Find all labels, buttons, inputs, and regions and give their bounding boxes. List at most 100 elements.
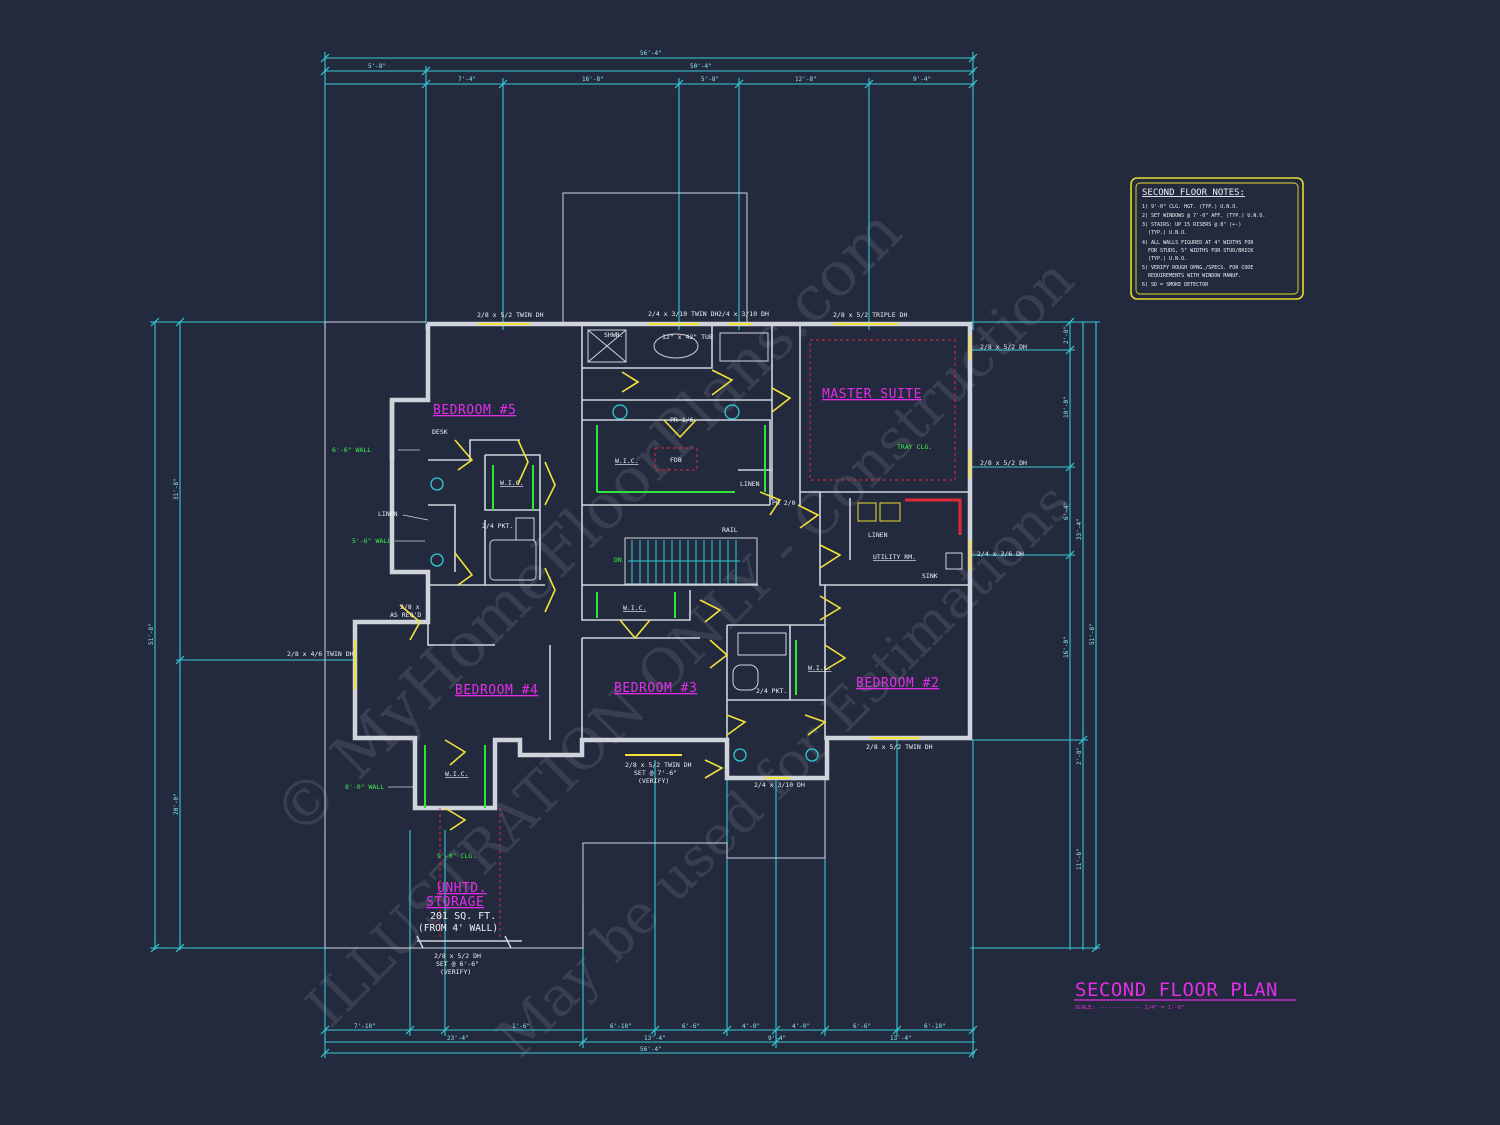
space-labels: DESK LINEN W.I.C. W.I.C. W.I.C. W.I.C. W… (378, 331, 938, 778)
dimension-texts: 56'-4" 5'-8" 50'-4" 7'-4" 16'-8" 5'-8" 1… (148, 50, 1096, 1053)
window-label-3: 2/4 x 3/10 DH (718, 310, 769, 318)
dim-left-c: 20'-0" (173, 793, 180, 815)
dim-right-b: 10'-0" (1063, 396, 1070, 418)
storage-note: (FROM 4' WALL) (418, 923, 498, 934)
dim-top-d: 16'-8" (582, 76, 604, 83)
window-label-9b: SET @ 7'-6" (634, 769, 677, 777)
note-2: 2) SET WINDOWS @ 7'-0" AFF. (TYP.) U.N.O… (1142, 213, 1265, 219)
window-label-4: 2/8 x 5/2 TRIPLE DH (833, 311, 907, 319)
label-ceiling-height: 9'-0" CLG. (437, 852, 476, 860)
note-4c: (TYP.) U.N.O. (1148, 256, 1187, 262)
dim-right-g: 2'-8" (1076, 747, 1083, 765)
label-shower: SHWR. (604, 331, 624, 339)
dim-bot-j: 13'-4" (644, 1035, 666, 1042)
note-4b: FOR STUDS, 5" WIDTHS FOR STUD/BRICK (1148, 248, 1253, 254)
dim-bot-e: 4'-0" (742, 1023, 760, 1030)
label-desk: DESK (432, 428, 448, 436)
window-label-12c: (VERIFY) (440, 968, 471, 976)
label-wic-bed2: W.I.C. (808, 664, 831, 672)
dim-bot-f: 4'-0" (792, 1023, 810, 1030)
staircase (624, 537, 758, 585)
note-3b: (TYP.) U.N.O. (1148, 230, 1187, 236)
room-storage-line1: UNHTD. (437, 881, 487, 896)
window-labels: 2/8 x 5/2 TWIN DH 2/4 x 3/10 TWIN DH 2/4… (287, 310, 1027, 976)
notes-title: SECOND FLOOR NOTES: (1142, 188, 1245, 198)
label-pr16: PR 1/6 (670, 416, 694, 424)
window-label-2: 2/4 x 3/10 TWIN DH (648, 310, 719, 318)
plan-title-block: SECOND FLOOR PLAN SCALE: ------------- 1… (1074, 979, 1296, 1011)
label-wic-bed5: W.I.C. (500, 479, 523, 487)
annotation-labels: TRAY CLG. 9'-0" CLG. 6'-6" WALL 5'-6" WA… (332, 443, 932, 860)
dim-top-f: 12'-8" (795, 76, 817, 83)
label-linen-1: LINEN (378, 510, 398, 518)
label-wall-6-6: 6'-6" WALL (332, 446, 371, 454)
dim-bot-h: 6'-10" (924, 1023, 946, 1030)
second-floor-notes: SECOND FLOOR NOTES: 1) 9'-0" CLG. HGT. (… (1130, 177, 1304, 300)
label-pocket-door-1: 2/4 PKT. (482, 522, 513, 530)
dim-top-c: 7'-4" (458, 76, 476, 83)
label-tub: 12" x 42" TUB (662, 333, 713, 341)
label-wic-master: W.I.C. (615, 457, 638, 465)
dimension-lines (150, 52, 1101, 1058)
low-walls (424, 425, 797, 808)
note-5b: REQUIREMENTS WITH WINDOW MANUF. (1148, 273, 1241, 279)
label-pr210: PR 2/0 (772, 499, 796, 507)
room-bedroom-5: BEDROOM #5 (433, 403, 516, 418)
label-pocket-door-2: 2/4 PKT. (756, 687, 787, 695)
label-utility-room: UTILITY RM. (873, 553, 916, 561)
window-label-7: 2/4 x 3/6 DH (977, 550, 1024, 558)
window-label-11: 2/8 x 5/2 TWIN DH (866, 743, 933, 751)
note-3: 3) STAIRS: UP 15 RISERS @ 8" (+-) (1142, 222, 1241, 228)
label-wall-8-0: 8'-0" WALL (345, 783, 384, 791)
window-label-1: 2/8 x 5/2 TWIN DH (477, 311, 544, 319)
dim-bot-g: 6'-6" (853, 1023, 871, 1030)
dim-top-e: 5'-8" (701, 76, 719, 83)
dim-bot-a: 7'-10" (354, 1023, 376, 1030)
dim-bot-k: 9'-4" (768, 1035, 786, 1042)
dim-left-b: 51'-8" (148, 623, 155, 645)
dim-right-c: 6'-4" (1063, 502, 1070, 520)
label-rail: RAIL (722, 526, 738, 534)
dim-top-overall: 56'-4" (640, 50, 662, 57)
dim-bot-l: 13'-4" (890, 1035, 912, 1042)
room-bedroom-4: BEDROOM #4 (455, 683, 538, 698)
label-sink: SINK (922, 572, 938, 580)
ceiling-lines (439, 339, 962, 940)
window-label-8: 2/8 x 4/6 TWIN DH (287, 650, 354, 658)
note-5: 5) VERIFY ROUGH OPNG./SPECS. FOR CODE (1142, 265, 1253, 271)
walls (352, 321, 973, 811)
dim-bot-d: 6'-6" (682, 1023, 700, 1030)
label-linen-3: LINEN (868, 531, 888, 539)
dim-left-a: 31'-8" (173, 478, 180, 500)
window-label-10: 2/4 x 3/10 DH (754, 781, 805, 789)
note-4: 4) ALL WALLS FIGURED AT 4" WIDTHS FOR (1142, 240, 1254, 246)
window-label-9c: (VERIFY) (638, 777, 669, 785)
note-6: 6) SD = SMOKE DETECTOR (1142, 282, 1209, 288)
window-label-12: 2/8 x 5/2 DH (434, 952, 481, 960)
dim-right-e: 16'-0" (1063, 636, 1070, 658)
dim-top-g: 9'-4" (913, 76, 931, 83)
room-bedroom-2: BEDROOM #2 (856, 676, 939, 691)
window-label-9: 2/8 x 5/2 TWIN DH (625, 761, 692, 769)
doors (399, 369, 847, 831)
dim-bot-c: 6'-10" (610, 1023, 632, 1030)
window-label-12b: SET @ 6'-6" (436, 960, 479, 968)
plan-scale: SCALE: ------------- 1/4" = 1'-0" (1075, 1005, 1184, 1011)
lower-floor-outline (324, 192, 826, 949)
label-tray-ceiling: TRAY CLG. (897, 443, 932, 451)
dim-right-a: 2'-8" (1063, 326, 1070, 344)
dim-bot-b: 1'-6" (512, 1023, 530, 1030)
label-linen-2: LINEN (740, 480, 760, 488)
room-labels: BEDROOM #5 MASTER SUITE BEDROOM #4 BEDRO… (418, 387, 939, 934)
note-1: 1) 9'-0" CLG. HGT. (TYP.) U.N.O. (1142, 204, 1238, 210)
room-bedroom-3: BEDROOM #3 (614, 681, 697, 696)
label-stair-dn: DN (614, 556, 622, 564)
windows (354, 323, 971, 779)
dim-right-d: 33'-4" (1076, 518, 1083, 540)
dim-right-h: 11'-6" (1076, 848, 1083, 870)
dim-top-b: 50'-4" (690, 63, 712, 70)
label-fdb: FDB (670, 456, 682, 464)
window-label-5: 2/8 x 5/2 DH (980, 343, 1027, 351)
